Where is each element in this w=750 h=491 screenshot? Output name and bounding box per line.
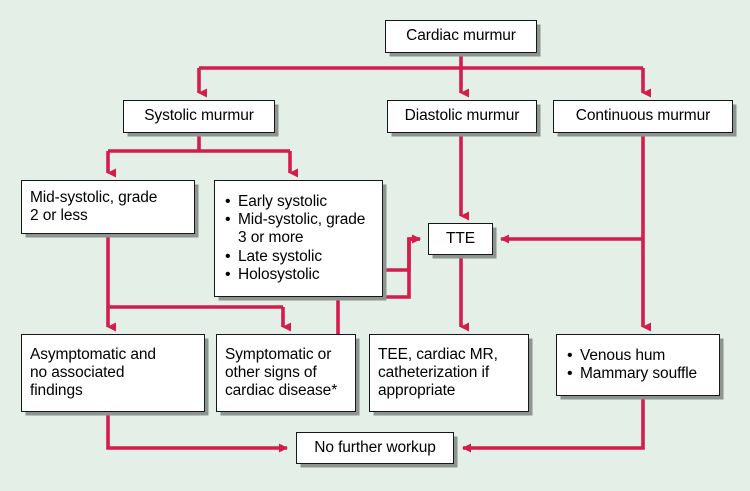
node-symptomatic-label: Symptomatic or other signs of cardiac di…	[225, 345, 338, 400]
node-mid-systolic-low-grade-label: Mid-systolic, grade 2 or less	[30, 188, 158, 224]
list-item: Late systolic	[225, 248, 376, 267]
node-cardiac-murmur[interactable]: Cardiac murmur	[385, 20, 537, 53]
node-systolic-murmur[interactable]: Systolic murmur	[123, 100, 275, 133]
edge-asymptomatic-to-nofurther	[106, 412, 288, 453]
node-tee-workup-label: TEE, cardiac MR, catheterization if appr…	[378, 345, 498, 400]
node-diastolic-murmur-label: Diastolic murmur	[404, 107, 520, 125]
benign-continuous-list: Venous hum Mammary souffle	[557, 347, 719, 384]
list-item: Mid-systolic, grade 3 or more	[225, 211, 376, 247]
node-symptomatic[interactable]: Symptomatic or other signs of cardiac di…	[216, 334, 356, 412]
node-systolic-murmur-label: Systolic murmur	[144, 107, 254, 125]
node-tee-workup[interactable]: TEE, cardiac MR, catheterization if appr…	[369, 334, 529, 412]
node-asymptomatic[interactable]: Asymptomatic and no associated findings	[21, 334, 205, 412]
edge-other-systolic-to-tte	[383, 234, 421, 299]
node-diastolic-murmur[interactable]: Diastolic murmur	[387, 100, 537, 133]
edge-venous-to-nofurther	[462, 396, 645, 453]
node-benign-continuous[interactable]: Venous hum Mammary souffle	[556, 334, 720, 396]
node-cardiac-murmur-label: Cardiac murmur	[406, 27, 516, 45]
node-tte[interactable]: TTE	[428, 223, 493, 255]
node-asymptomatic-label: Asymptomatic and no associated findings	[30, 345, 156, 400]
list-item: Holosystolic	[225, 266, 376, 285]
node-other-systolic[interactable]: Early systolic Mid-systolic, grade 3 or …	[214, 180, 383, 297]
list-item: Venous hum	[567, 347, 713, 366]
node-continuous-murmur-label: Continuous murmur	[575, 107, 711, 125]
node-continuous-murmur[interactable]: Continuous murmur	[553, 100, 733, 133]
list-item: Mammary souffle	[567, 365, 713, 384]
node-no-further-workup-label: No further workup	[314, 438, 436, 456]
node-tte-label: TTE	[446, 229, 475, 247]
node-mid-systolic-low-grade[interactable]: Mid-systolic, grade 2 or less	[21, 180, 195, 234]
other-systolic-list: Early systolic Mid-systolic, grade 3 or …	[215, 193, 382, 284]
list-item: Early systolic	[225, 193, 376, 212]
node-no-further-workup[interactable]: No further workup	[296, 432, 454, 464]
